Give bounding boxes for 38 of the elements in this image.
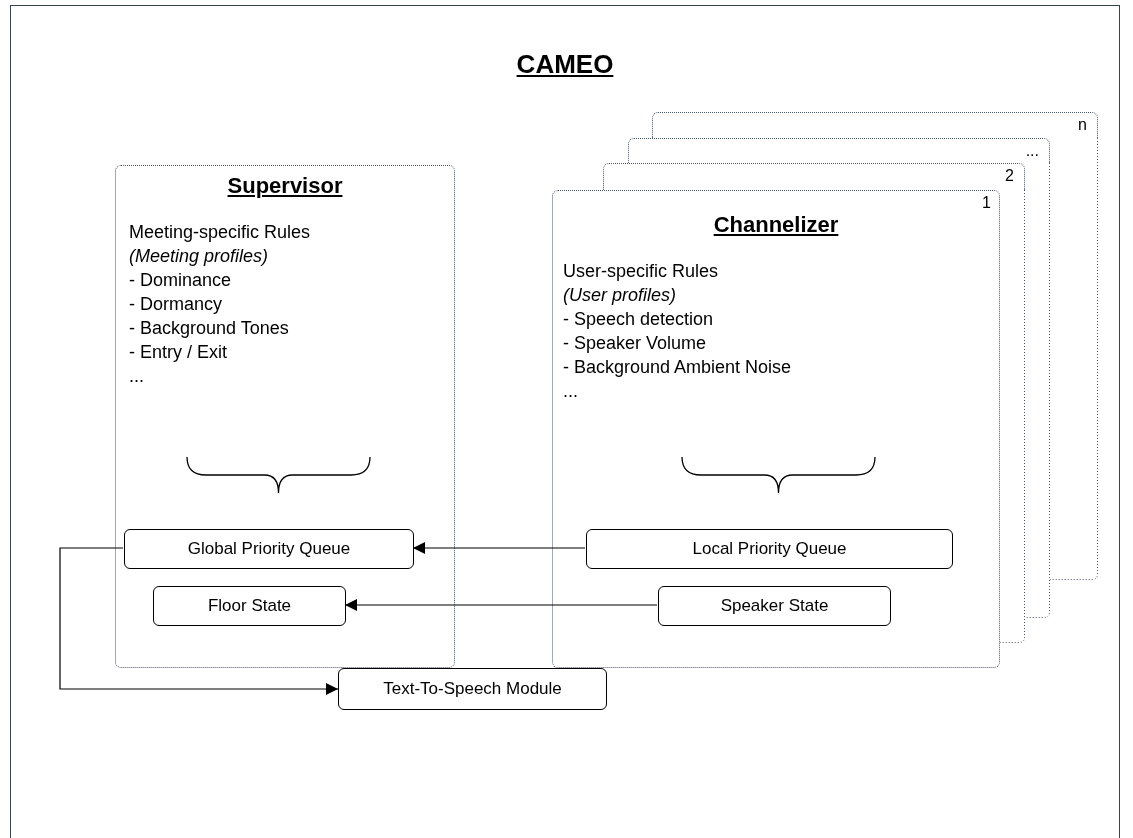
rule-text: (Meeting profiles) bbox=[129, 245, 269, 268]
module-panel bbox=[552, 190, 1000, 668]
channel-number: ... bbox=[1025, 143, 1039, 159]
rule-text: - Background Ambient Noise bbox=[563, 356, 792, 379]
rounded-box bbox=[338, 668, 607, 710]
rule-text: ... bbox=[129, 365, 144, 388]
rule-text: Meeting-specific Rules bbox=[129, 221, 311, 244]
arrow bbox=[59, 547, 339, 695]
rule-text: - Dominance bbox=[129, 269, 232, 292]
rule-text: - Speech detection bbox=[563, 308, 714, 331]
box-label: Text-To-Speech Module bbox=[383, 678, 562, 701]
channel-number: 1 bbox=[982, 195, 991, 211]
channel-card bbox=[652, 112, 1098, 138]
channel-card bbox=[603, 163, 1025, 190]
rounded-box bbox=[586, 529, 953, 569]
box-label: Floor State bbox=[207, 595, 292, 618]
channel-number: n bbox=[1078, 117, 1087, 133]
rule-text: - Entry / Exit bbox=[129, 341, 227, 364]
arrow bbox=[344, 599, 658, 611]
box-label: Global Priority Queue bbox=[187, 538, 351, 561]
rule-text: (User profiles) bbox=[563, 284, 677, 307]
channel-card bbox=[628, 138, 1050, 163]
box-label: Local Priority Queue bbox=[692, 538, 847, 561]
rule-text: ... bbox=[563, 380, 578, 403]
rule-text: - Speaker Volume bbox=[563, 332, 707, 355]
arrow bbox=[412, 542, 586, 554]
rule-text: User-specific Rules bbox=[563, 260, 719, 283]
rounded-box bbox=[658, 586, 891, 626]
channel-number: 2 bbox=[1005, 168, 1014, 184]
rounded-box bbox=[153, 586, 346, 626]
panel-heading: Channelizer bbox=[713, 213, 839, 237]
box-label: Speaker State bbox=[720, 595, 829, 618]
panel-heading: Supervisor bbox=[227, 174, 343, 198]
rule-text: - Background Tones bbox=[129, 317, 289, 340]
rounded-box bbox=[124, 529, 414, 569]
rule-text: - Dormancy bbox=[129, 293, 222, 316]
module-panel bbox=[115, 165, 455, 668]
diagram-title: CAMEO bbox=[515, 48, 615, 81]
